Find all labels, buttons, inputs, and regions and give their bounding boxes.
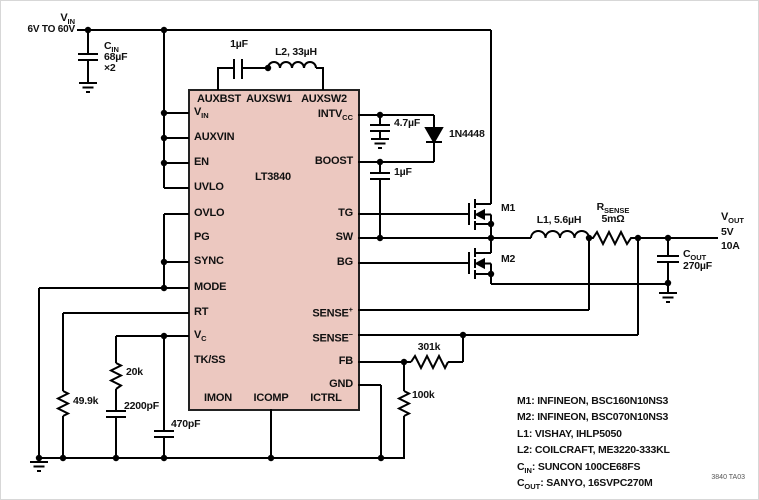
- pin-sw: SW: [335, 231, 354, 243]
- chip-name-label: LT3840: [255, 171, 291, 183]
- parts-list-item: CIN: SUNCON 100CE68FS: [517, 460, 641, 475]
- fb-top-resistor-label: 301k: [417, 341, 441, 353]
- pin-vc: VC: [194, 329, 207, 344]
- pin-rt: RT: [194, 306, 209, 318]
- vout-voltage-label: 5V: [721, 226, 734, 238]
- fb-bottom-resistor-label: 100k: [412, 389, 435, 401]
- pin-tg: TG: [338, 207, 353, 219]
- figure-reference: 3840 TA03: [711, 474, 745, 481]
- cout-name-label: COUT: [683, 248, 707, 263]
- pin-uvlo: UVLO: [194, 181, 224, 193]
- pin-sense-minus: SENSE−: [312, 330, 353, 345]
- rsense-name-label: RSENSE: [596, 201, 630, 216]
- pin-en: EN: [194, 156, 209, 168]
- pin-ovlo: OVLO: [194, 207, 225, 219]
- m1-label: M1: [501, 202, 516, 214]
- pin-auxsw1: AUXSW1: [246, 93, 292, 105]
- parts-list-item: COUT: SANYO, 16SVPC270M: [517, 476, 653, 492]
- vin-label: VIN: [60, 12, 75, 27]
- rt-resistor-label: 49.9k: [73, 395, 99, 407]
- pin-pg: PG: [194, 231, 210, 243]
- comp-cap-label: 2200pF: [124, 400, 159, 412]
- intvcc-cap-label: 4.7µF: [394, 117, 421, 129]
- comp-resistor-label: 20k: [126, 366, 143, 378]
- pin-tkss: TK/SS: [194, 354, 226, 366]
- pin-auxvin: AUXVIN: [194, 131, 235, 143]
- parts-list-item: M1: INFINEON, BSC160N10NS3: [517, 395, 669, 407]
- parts-list-item: L2: COILCRAFT, ME3220-333KL: [517, 444, 670, 457]
- pin-vin: VIN: [194, 106, 209, 121]
- pin-icomp: ICOMP: [253, 392, 289, 404]
- parts-list: M1: INFINEON, BSC160N10NS3 M2: INFINEON,…: [517, 395, 670, 493]
- rsense-value-label: 5mΩ: [601, 213, 625, 225]
- pin-imon: IMON: [204, 392, 232, 404]
- vin-range-label: 6V TO 60V: [27, 24, 76, 35]
- pin-bg: BG: [336, 256, 353, 268]
- vout-label: VOUT: [721, 211, 744, 226]
- diode-label: 1N4448: [449, 128, 485, 140]
- vout-current-label: 10A: [721, 240, 740, 252]
- parts-list-item: M2: INFINEON, BSC070N10NS3: [517, 411, 669, 424]
- pin-sync: SYNC: [194, 255, 224, 267]
- pin-gnd: GND: [329, 378, 353, 390]
- pin-mode: MODE: [194, 281, 227, 293]
- l2-label: L2, 33µH: [275, 46, 317, 58]
- pin-sense-plus: SENSE+: [312, 305, 353, 320]
- vc-cap-label: 470pF: [171, 418, 201, 430]
- parts-list-item: L1: VISHAY, IHLP5050: [517, 427, 622, 440]
- pin-auxsw2: AUXSW2: [301, 93, 347, 105]
- m2-label: M2: [501, 253, 516, 265]
- aux-cap-label: 1µF: [230, 38, 248, 50]
- l1-label: L1, 5.6µH: [536, 214, 582, 226]
- pin-boost: BOOST: [314, 155, 353, 167]
- pin-intvcc: INTVCC: [317, 108, 353, 123]
- pin-fb: FB: [338, 355, 353, 367]
- boost-cap-label: 1µF: [394, 166, 412, 178]
- cin-mult-label: ×2: [104, 62, 116, 74]
- pin-ictrl: ICTRL: [310, 392, 342, 404]
- cout-value-label: 270µF: [683, 260, 712, 272]
